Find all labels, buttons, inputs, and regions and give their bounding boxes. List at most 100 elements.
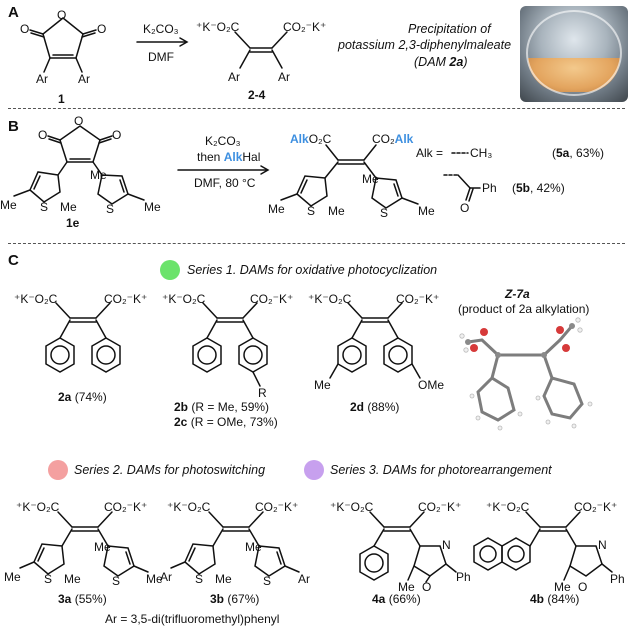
divider-2 bbox=[8, 243, 625, 244]
compound-1e: 1e bbox=[66, 216, 80, 230]
label-o-right-a: O bbox=[97, 22, 107, 36]
panel-label-c: C bbox=[8, 252, 19, 269]
carbox-4a-l: ⁺K⁻O₂C bbox=[330, 500, 374, 514]
label-r: R bbox=[258, 386, 267, 400]
compound-3b: 3b (67%) bbox=[210, 592, 260, 606]
label-s-3a-b: S bbox=[112, 574, 121, 588]
yield-5b: (5b, 42%) bbox=[512, 181, 565, 195]
label-n-4b: N bbox=[598, 538, 607, 552]
label-me-3a-b: Me bbox=[4, 570, 21, 584]
label-me-3a-c: Me bbox=[64, 572, 81, 586]
carbox-2a-l: ⁺K⁻O₂C bbox=[14, 292, 58, 306]
label-s-3a-a: S bbox=[44, 572, 53, 586]
label-o-left-a: O bbox=[20, 22, 30, 36]
label-ar-3b-r: Ar bbox=[298, 572, 310, 586]
alk-ph: Ph bbox=[482, 181, 497, 195]
label-ar-2: Ar bbox=[78, 72, 90, 86]
label-s-1e-b: S bbox=[106, 202, 115, 216]
carbox-2d-r: CO₂⁻K⁺ bbox=[396, 292, 440, 306]
label-me-1e-b: Me bbox=[0, 198, 17, 212]
compound-2b: 2b (R = Me, 59%) bbox=[174, 400, 270, 414]
label-me-1e-d: Me bbox=[144, 200, 161, 214]
label-ph-4b: Ph bbox=[610, 572, 625, 586]
carboxylate-left-a: ⁺K⁻O₂C bbox=[196, 20, 240, 34]
reagent-b-1: K₂CO₃ bbox=[205, 134, 241, 148]
crystal-title: Z-7a bbox=[505, 287, 530, 301]
alk-definition: Alk = bbox=[416, 146, 444, 160]
label-me-4a: Me bbox=[398, 580, 415, 594]
label-ph-4a: Ph bbox=[456, 570, 471, 584]
label-o-4b: O bbox=[578, 580, 588, 594]
carbox-2d-l: ⁺K⁻O₂C bbox=[308, 292, 352, 306]
label-me-p-c: Me bbox=[328, 204, 345, 218]
caption-line-1: Precipitation of bbox=[408, 22, 491, 36]
label-s-p-a: S bbox=[307, 204, 316, 218]
series-3-dot bbox=[304, 460, 324, 480]
compound-2c: 2c (R = OMe, 73%) bbox=[174, 415, 278, 429]
caption-line-3: (DAM 2a) bbox=[414, 55, 468, 69]
carbox-3a-l: ⁺K⁻O₂C bbox=[16, 500, 60, 514]
label-s-3b-a: S bbox=[195, 572, 204, 586]
carbox-3b-r: CO₂⁻K⁺ bbox=[255, 500, 299, 514]
carbox-3a-r: CO₂⁻K⁺ bbox=[104, 500, 148, 514]
label-s-1e-a: S bbox=[40, 200, 49, 214]
carbox-2b-r: CO₂⁻K⁺ bbox=[250, 292, 294, 306]
crystal-subtitle: (product of 2a alkylation) bbox=[458, 302, 590, 316]
label-o-1e-center: O bbox=[74, 114, 84, 128]
label-me-3b-a: Me bbox=[245, 540, 262, 554]
compound-2-4: 2-4 bbox=[248, 88, 266, 102]
carbox-4a-r: CO₂⁻K⁺ bbox=[418, 500, 462, 514]
label-n-4a: N bbox=[442, 538, 451, 552]
panel-label-b: B bbox=[8, 118, 19, 135]
carbox-2b-l: ⁺K⁻O₂C bbox=[162, 292, 206, 306]
compound-4b: 4b (84%) bbox=[530, 592, 580, 606]
label-ome-2d: OMe bbox=[418, 378, 445, 392]
compound-2d: 2d (88%) bbox=[350, 400, 400, 414]
label-o-center-a: O bbox=[57, 8, 67, 22]
crystal-structure-z7a bbox=[459, 317, 593, 431]
label-s-p-b: S bbox=[380, 206, 389, 220]
label-me-4b: Me bbox=[554, 580, 571, 594]
ester-left: AlkO₂C bbox=[290, 132, 332, 146]
series-2-dot bbox=[48, 460, 68, 480]
label-o-1e-right: O bbox=[112, 128, 122, 142]
compound-1: 1 bbox=[58, 92, 65, 106]
compound-4a: 4a (66%) bbox=[372, 592, 421, 606]
yield-5a: (5a, 63%) bbox=[552, 146, 605, 160]
compound-2a: 2a (74%) bbox=[58, 390, 107, 404]
label-me-1e-a: Me bbox=[90, 168, 107, 182]
reagent-b-2: then AlkHal bbox=[197, 150, 261, 164]
label-ar-3b-l: Ar bbox=[160, 570, 172, 584]
series-3-title: Series 3. DAMs for photorearrangement bbox=[330, 463, 552, 477]
flask-photo bbox=[520, 6, 628, 102]
divider-1 bbox=[8, 108, 625, 109]
panel-label-a: A bbox=[8, 4, 19, 21]
label-s-3b-b: S bbox=[263, 574, 272, 588]
series-2-title: Series 2. DAMs for photoswitching bbox=[74, 463, 266, 477]
label-me-3a-d: Me bbox=[146, 572, 163, 586]
alk-o: O bbox=[460, 201, 470, 215]
label-me-p-d: Me bbox=[418, 204, 435, 218]
label-o-4a: O bbox=[422, 580, 432, 594]
carbox-2a-r: CO₂⁻K⁺ bbox=[104, 292, 148, 306]
label-me-3a-a: Me bbox=[94, 540, 111, 554]
series-1-dot bbox=[160, 260, 180, 280]
label-me-3b-c: Me bbox=[215, 572, 232, 586]
ester-right: CO₂Alk bbox=[372, 132, 414, 146]
carbox-3b-l: ⁺K⁻O₂C bbox=[167, 500, 211, 514]
reagent-a: K₂CO₃ bbox=[143, 22, 179, 36]
label-ar-1: Ar bbox=[36, 72, 48, 86]
solvent-a: DMF bbox=[148, 50, 174, 64]
label-o-1e-left: O bbox=[38, 128, 48, 142]
carbox-4b-l: ⁺K⁻O₂C bbox=[486, 500, 530, 514]
carboxylate-right-a: CO₂⁻K⁺ bbox=[283, 20, 327, 34]
ar-definition: Ar = 3,5-di(trifluoromethyl)phenyl bbox=[105, 612, 280, 626]
compound-3a: 3a (55%) bbox=[58, 592, 107, 606]
caption-line-2: potassium 2,3-diphenylmaleate bbox=[338, 38, 512, 52]
label-ar-4: Ar bbox=[278, 70, 290, 84]
series-1-title: Series 1. DAMs for oxidative photocycliz… bbox=[187, 263, 438, 277]
label-me-p-b: Me bbox=[268, 202, 285, 216]
label-me-2d: Me bbox=[314, 378, 331, 392]
label-ar-3: Ar bbox=[228, 70, 240, 84]
